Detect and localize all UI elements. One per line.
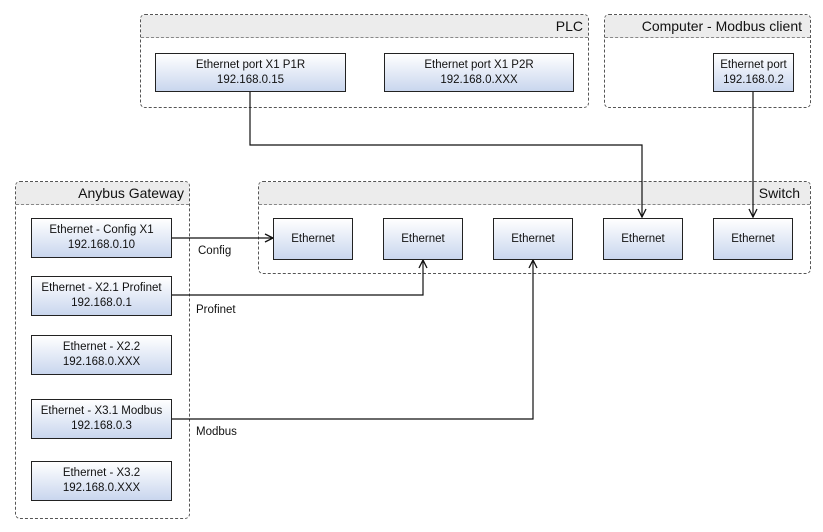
profinet-connection-label: Profinet xyxy=(196,304,236,316)
plc-group: PLC xyxy=(140,14,589,108)
computer-port: Ethernet port 192.168.0.2 xyxy=(713,53,794,92)
plc-group-header: PLC xyxy=(141,15,588,38)
switch-port-5: Ethernet xyxy=(713,218,793,260)
gateway-port-x3-2-name: Ethernet - X3.2 xyxy=(62,467,141,479)
plc-port-p2r-name: Ethernet port X1 P2R xyxy=(424,58,534,71)
computer-port-name: Ethernet port xyxy=(720,58,787,71)
plc-port-p1r-ip: 192.168.0.15 xyxy=(216,73,285,86)
switch-port-1: Ethernet xyxy=(273,218,353,260)
gateway-port-x2-1: Ethernet - X2.1 Profinet 192.168.0.1 xyxy=(31,276,172,316)
gateway-group: Anybus Gateway xyxy=(15,181,190,519)
gateway-port-config-x1-ip: 192.168.0.10 xyxy=(67,239,136,251)
modbus-connection-label: Modbus xyxy=(196,426,237,438)
plc-group-title: PLC xyxy=(555,18,583,34)
wire-profinet xyxy=(172,260,423,296)
switch-port-4: Ethernet xyxy=(603,218,683,260)
gateway-group-header: Anybus Gateway xyxy=(16,182,189,205)
gateway-port-x2-1-ip: 192.168.0.1 xyxy=(71,297,132,309)
gateway-port-x3-2: Ethernet - X3.2 192.168.0.XXX xyxy=(31,461,172,501)
switch-port-3-label: Ethernet xyxy=(511,232,555,245)
plc-port-p1r: Ethernet port X1 P1R 192.168.0.15 xyxy=(155,53,346,92)
switch-port-5-label: Ethernet xyxy=(731,232,775,245)
gateway-port-x2-2: Ethernet - X2.2 192.168.0.XXX xyxy=(31,335,172,375)
plc-port-p2r-ip: 192.168.0.XXX xyxy=(440,73,518,86)
gateway-port-x3-2-ip: 192.168.0.XXX xyxy=(62,482,141,494)
switch-group: Switch xyxy=(258,181,811,274)
plc-port-p1r-name: Ethernet port X1 P1R xyxy=(195,58,306,71)
config-connection-label: Config xyxy=(198,245,232,257)
gateway-port-x2-1-name: Ethernet - X2.1 Profinet xyxy=(41,282,162,294)
gateway-port-x3-1-ip: 192.168.0.3 xyxy=(71,420,132,432)
gateway-port-config-x1-name: Ethernet - Config X1 xyxy=(49,224,154,236)
gateway-group-title: Anybus Gateway xyxy=(78,185,184,201)
computer-port-ip: 192.168.0.2 xyxy=(723,73,784,86)
wire-plc-to-switch xyxy=(249,92,642,217)
gateway-port-x3-1-name: Ethernet - X3.1 Modbus xyxy=(40,405,163,417)
wire-modbus xyxy=(172,260,533,420)
switch-group-header: Switch xyxy=(259,182,810,205)
switch-port-3: Ethernet xyxy=(493,218,573,260)
gateway-port-x3-1: Ethernet - X3.1 Modbus 192.168.0.3 xyxy=(31,399,172,439)
gateway-port-x2-2-ip: 192.168.0.XXX xyxy=(62,356,141,368)
computer-group-header: Computer - Modbus client xyxy=(605,15,810,38)
gateway-port-x2-2-name: Ethernet - X2.2 xyxy=(62,341,141,353)
switch-port-1-label: Ethernet xyxy=(291,232,335,245)
switch-group-title: Switch xyxy=(758,185,800,201)
switch-port-4-label: Ethernet xyxy=(621,232,665,245)
switch-port-2-label: Ethernet xyxy=(401,232,445,245)
plc-port-p2r: Ethernet port X1 P2R 192.168.0.XXX xyxy=(384,53,574,92)
computer-group-title: Computer - Modbus client xyxy=(641,18,802,34)
switch-port-2: Ethernet xyxy=(383,218,463,260)
gateway-port-config-x1: Ethernet - Config X1 192.168.0.10 xyxy=(31,218,172,258)
computer-group: Computer - Modbus client xyxy=(604,14,811,108)
